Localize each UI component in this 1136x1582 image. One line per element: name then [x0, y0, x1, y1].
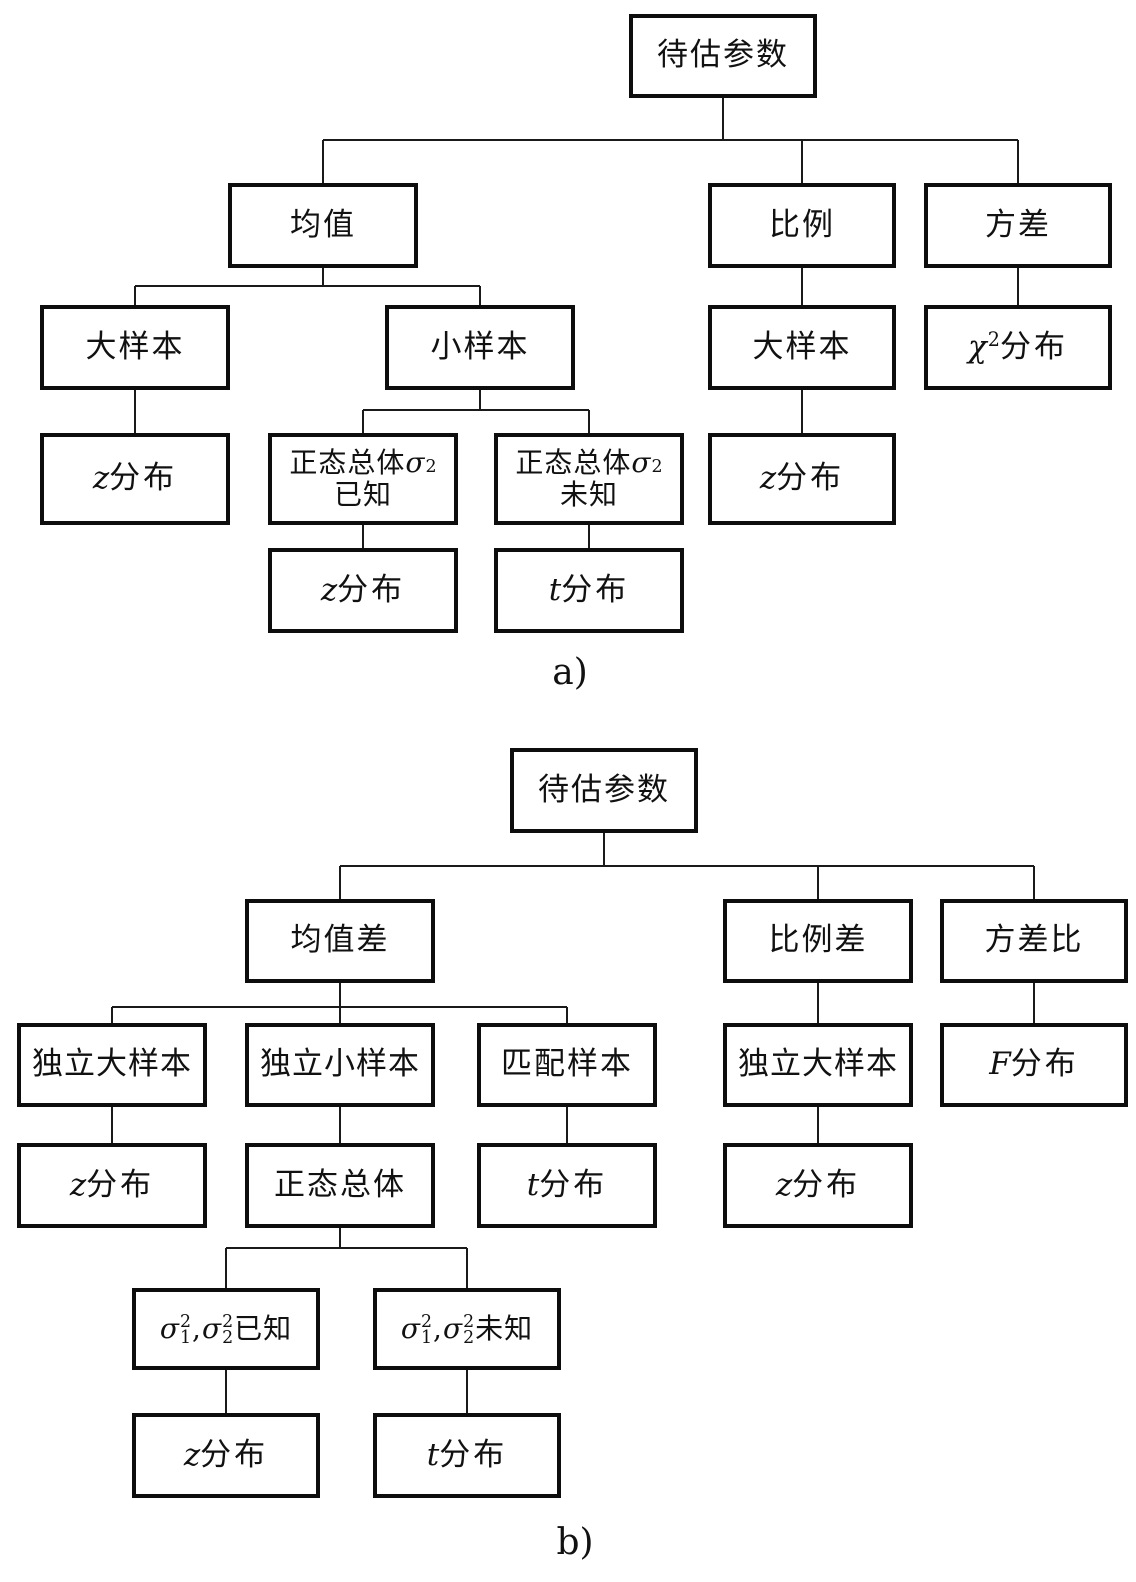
tree-edges: [111, 98, 1035, 1413]
node-b-mean-diff-label: 均值差: [290, 922, 390, 959]
figure-label-b: b): [556, 1522, 594, 1563]
node-b-prop-diff-label: 比例差: [768, 922, 868, 959]
node-b-f-dist-label: 分布: [1010, 1046, 1079, 1083]
node-a-z-dist-2-label: 分布: [776, 460, 845, 497]
z-symbol: z: [92, 460, 110, 497]
node-a-large-sample-prop: 大样本: [708, 305, 896, 390]
node-b-ind-small: 独立小样本: [245, 1023, 435, 1107]
node-b-t-dist-1-label: 分布: [539, 1166, 608, 1203]
node-b-z-dist-3-label: 分布: [200, 1436, 269, 1473]
node-a-variance-label: 方差: [985, 206, 1051, 243]
node-a-small-sample: 小样本: [385, 305, 575, 390]
z-symbol: z: [320, 571, 338, 608]
node-b-var-ratio: 方差比: [940, 899, 1128, 983]
z-symbol: z: [775, 1166, 793, 1203]
node-b-normal-pop: 正态总体: [245, 1143, 435, 1228]
node-a-z-dist-3-label: 分布: [337, 571, 406, 608]
node-b-ind-large-2-label: 独立大样本: [738, 1046, 898, 1083]
z-symbol: z: [69, 1166, 87, 1203]
node-b-matched: 匹配样本: [477, 1023, 657, 1107]
node-a-variance: 方差: [924, 183, 1112, 268]
node-a-proportion: 比例: [708, 183, 896, 268]
chi-symbol: χ2: [967, 328, 1000, 365]
node-b-prop-diff: 比例差: [723, 899, 913, 983]
node-b-sigmas-unknown-label: 未知: [475, 1311, 534, 1345]
f-symbol: F: [989, 1046, 1011, 1083]
sigma2-symbol: σ: [442, 1311, 463, 1345]
node-a-normal-var-known-line2: 已知: [333, 478, 392, 511]
comma: ,: [433, 1311, 443, 1345]
sigma-symbol: σ: [405, 445, 425, 479]
node-a-large-sample-prop-label: 大样本: [752, 328, 852, 365]
node-a-proportion-label: 比例: [769, 206, 835, 243]
sigma1-symbol: σ: [159, 1311, 179, 1345]
node-a-t-dist-1-label: 分布: [561, 571, 630, 608]
node-b-root: 待估参数: [510, 748, 698, 833]
node-a-chi-square-dist-label: 分布: [1000, 328, 1068, 365]
node-b-sigmas-known-label: 已知: [234, 1311, 293, 1345]
t-symbol: t: [548, 571, 562, 608]
node-a-mean: 均值: [228, 183, 418, 268]
z-symbol: z: [759, 460, 777, 497]
node-a-large-sample-mean-label: 大样本: [85, 328, 185, 365]
node-a-root: 待估参数: [629, 14, 817, 98]
node-b-ind-small-label: 独立小样本: [260, 1046, 420, 1083]
sigma2-symbol: σ: [201, 1311, 222, 1345]
z-symbol: z: [183, 1436, 201, 1473]
node-b-normal-pop-label: 正态总体: [274, 1166, 406, 1203]
node-a-small-sample-label: 小样本: [430, 328, 530, 365]
sigma-symbol: σ: [631, 445, 651, 479]
node-a-z-dist-1-label: 分布: [109, 460, 178, 497]
node-b-ind-large-2: 独立大样本: [723, 1023, 913, 1107]
node-a-mean-label: 均值: [290, 206, 356, 243]
figure-label-a: a): [552, 652, 588, 693]
comma: ,: [192, 1311, 202, 1345]
t-symbol: t: [526, 1166, 540, 1203]
node-a-normal-var-unknown-line2: 未知: [559, 478, 618, 511]
node-b-mean-diff: 均值差: [245, 899, 435, 983]
t-symbol: t: [426, 1436, 440, 1473]
node-b-z-dist-1-label: 分布: [86, 1166, 155, 1203]
node-b-ind-large-1: 独立大样本: [17, 1023, 207, 1107]
node-b-var-ratio-label: 方差比: [984, 922, 1084, 959]
node-b-ind-large-1-label: 独立大样本: [32, 1046, 192, 1083]
sigma1-symbol: σ: [400, 1311, 420, 1345]
node-a-root-label: 待估参数: [657, 37, 789, 74]
node-b-z-dist-2-label: 分布: [792, 1166, 861, 1203]
node-b-matched-label: 匹配样本: [501, 1046, 633, 1083]
node-b-root-label: 待估参数: [538, 771, 670, 808]
node-b-t-dist-2-label: 分布: [439, 1436, 508, 1473]
node-a-large-sample-mean: 大样本: [40, 305, 230, 390]
